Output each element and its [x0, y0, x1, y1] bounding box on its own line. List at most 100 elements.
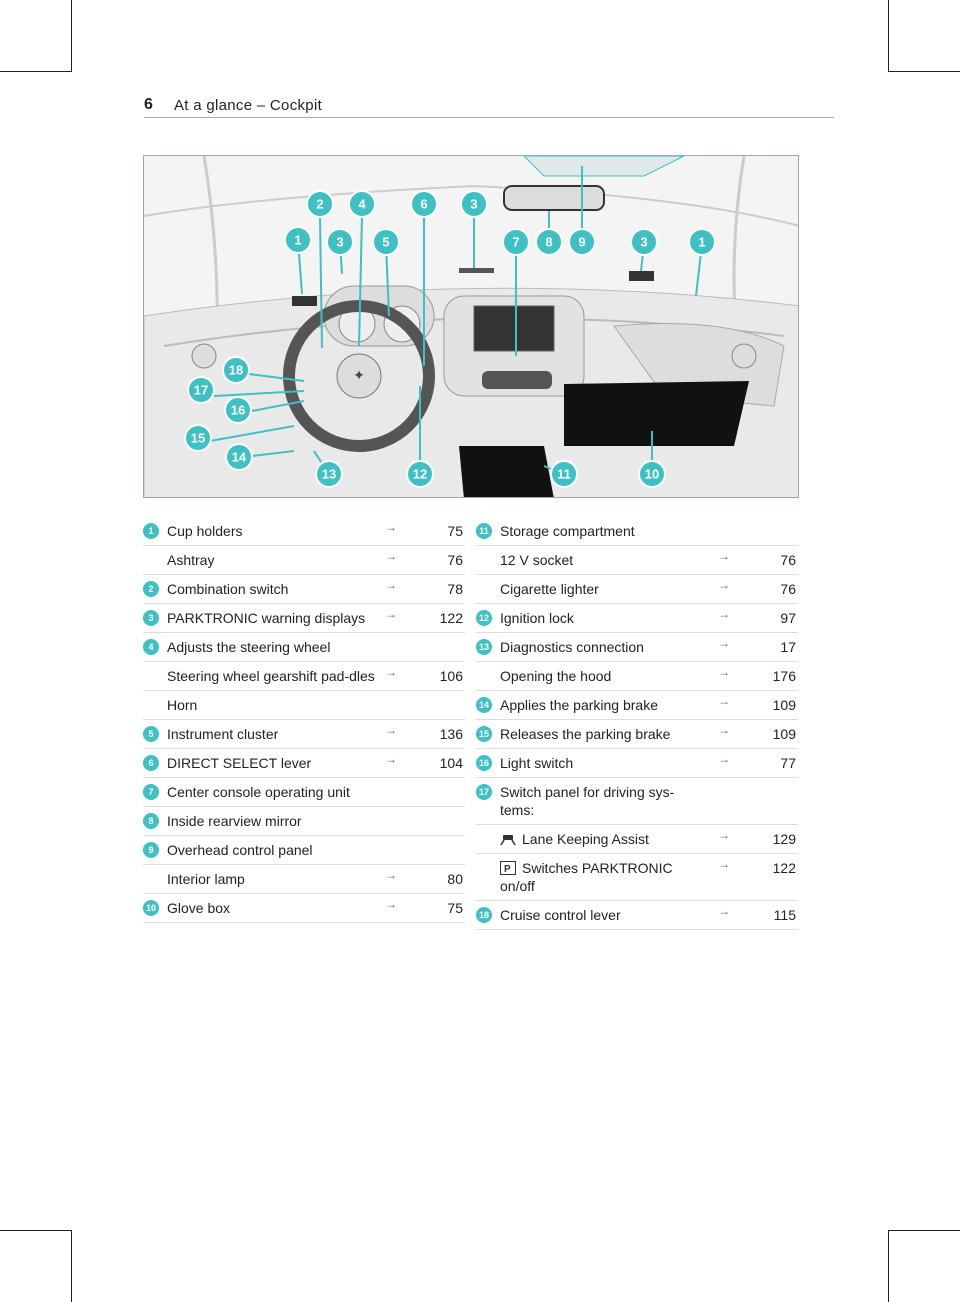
legend-text: Diagnostics connection — [500, 639, 644, 655]
legend-text: Lane Keeping Assist — [522, 831, 649, 847]
legend-label: Applies the parking brake — [476, 696, 798, 714]
svg-text:11: 11 — [557, 467, 571, 482]
page-ref-arrow: → — [385, 723, 397, 737]
svg-text:✦: ✦ — [353, 367, 365, 383]
lane-keeping-icon — [500, 832, 516, 846]
page-reference[interactable]: 76 — [780, 552, 796, 568]
svg-text:13: 13 — [322, 467, 336, 482]
legend-badge: 16 — [476, 755, 492, 771]
legend-label: Instrument cluster — [143, 725, 465, 743]
legend-badge: 10 — [143, 900, 159, 916]
page-reference[interactable]: 109 — [772, 697, 796, 713]
page-reference[interactable]: 176 — [772, 668, 796, 684]
legend-text: PARKTRONIC warning displays — [167, 610, 366, 626]
svg-text:1: 1 — [294, 233, 301, 248]
svg-text:16: 16 — [231, 403, 245, 418]
legend-label: Lane Keeping Assist — [476, 830, 798, 848]
page-reference[interactable]: 75 — [447, 523, 463, 539]
page-reference[interactable]: 77 — [780, 755, 796, 771]
legend-label: Interior lamp — [143, 870, 465, 888]
callout-marker: 3 — [460, 190, 488, 218]
page-reference[interactable]: 122 — [772, 860, 796, 876]
callout-marker: 5 — [372, 228, 400, 256]
legend-badge: 4 — [143, 639, 159, 655]
legend-text: Switches PARKTRONIC on/off — [500, 860, 673, 894]
page-reference[interactable]: 122 — [439, 610, 463, 626]
callout-marker: 15 — [184, 424, 212, 452]
cockpit-drawing: ✦ — [144, 156, 798, 497]
page-reference[interactable]: 78 — [447, 581, 463, 597]
page-reference[interactable]: 109 — [772, 726, 796, 742]
legend-badge: 13 — [476, 639, 492, 655]
crop-mark — [0, 71, 72, 72]
legend-row: Ashtray → 76 — [143, 546, 465, 575]
svg-text:1: 1 — [698, 235, 705, 250]
legend-label: Cruise control lever — [476, 906, 798, 924]
legend-text: Cigarette lighter — [500, 581, 599, 597]
legend-badge: 17 — [476, 784, 492, 800]
legend-badge: 18 — [476, 907, 492, 923]
page-reference[interactable]: 76 — [447, 552, 463, 568]
legend-badge: 1 — [143, 523, 159, 539]
callout-marker: 18 — [222, 356, 250, 384]
legend-label: Adjusts the steering wheel — [143, 638, 465, 656]
crop-mark — [888, 1230, 960, 1231]
callout-marker: 11 — [550, 460, 578, 488]
svg-text:4: 4 — [358, 197, 366, 212]
callout-marker: 6 — [410, 190, 438, 218]
page-ref-arrow: → — [718, 904, 730, 918]
page-reference[interactable]: 115 — [773, 907, 796, 923]
crop-mark — [888, 1230, 889, 1302]
legend-label: Ignition lock — [476, 609, 798, 627]
page-reference[interactable]: 80 — [447, 871, 463, 887]
callout-marker: 16 — [224, 396, 252, 424]
callout-marker: 8 — [535, 228, 563, 256]
legend-text: Ignition lock — [500, 610, 574, 626]
page-reference[interactable]: 17 — [780, 639, 796, 655]
legend-row: Cigarette lighter→76 — [476, 575, 798, 604]
svg-text:17: 17 — [194, 383, 208, 398]
svg-text:14: 14 — [232, 450, 247, 465]
page-ref-arrow: → — [385, 665, 397, 679]
legend-label: PARKTRONIC warning displays — [143, 609, 465, 627]
page-reference[interactable]: 97 — [780, 610, 796, 626]
legend-badge: 8 — [143, 813, 159, 829]
svg-text:3: 3 — [336, 235, 343, 250]
page-ref-arrow: → — [385, 549, 397, 563]
legend-row: Interior lamp→80 — [143, 865, 465, 894]
legend-label: DIRECT SELECT lever — [143, 754, 465, 772]
legend-text: Inside rearview mirror — [167, 813, 302, 829]
legend-text: Interior lamp — [167, 871, 245, 887]
page-reference[interactable]: 75 — [447, 900, 463, 916]
svg-text:15: 15 — [191, 431, 205, 446]
callout-marker: 4 — [348, 190, 376, 218]
page-ref-arrow: → — [718, 665, 730, 679]
page-reference[interactable]: 136 — [439, 726, 463, 742]
legend-text: Cruise control lever — [500, 907, 621, 923]
page-reference[interactable]: 129 — [772, 831, 796, 847]
page-reference[interactable]: 76 — [780, 581, 796, 597]
header-rule — [144, 117, 834, 118]
legend-text: Center console operating unit — [167, 784, 350, 800]
callout-marker: 2 — [306, 190, 334, 218]
legend-label: Switch panel for driving sys-tems: — [476, 783, 798, 819]
legend-badge: 12 — [476, 610, 492, 626]
svg-text:2: 2 — [316, 197, 323, 212]
page-reference[interactable]: 104 — [439, 755, 463, 771]
legend-text: Ashtray — [167, 552, 215, 568]
page-ref-arrow: → — [718, 857, 730, 871]
legend-text: Instrument cluster — [167, 726, 279, 742]
page-reference[interactable]: 106 — [439, 668, 463, 684]
legend-row: Steering wheel gearshift pad-dles→106 — [143, 662, 465, 691]
legend-badge: 15 — [476, 726, 492, 742]
legend-text: Applies the parking brake — [500, 697, 658, 713]
crop-mark — [888, 71, 960, 72]
